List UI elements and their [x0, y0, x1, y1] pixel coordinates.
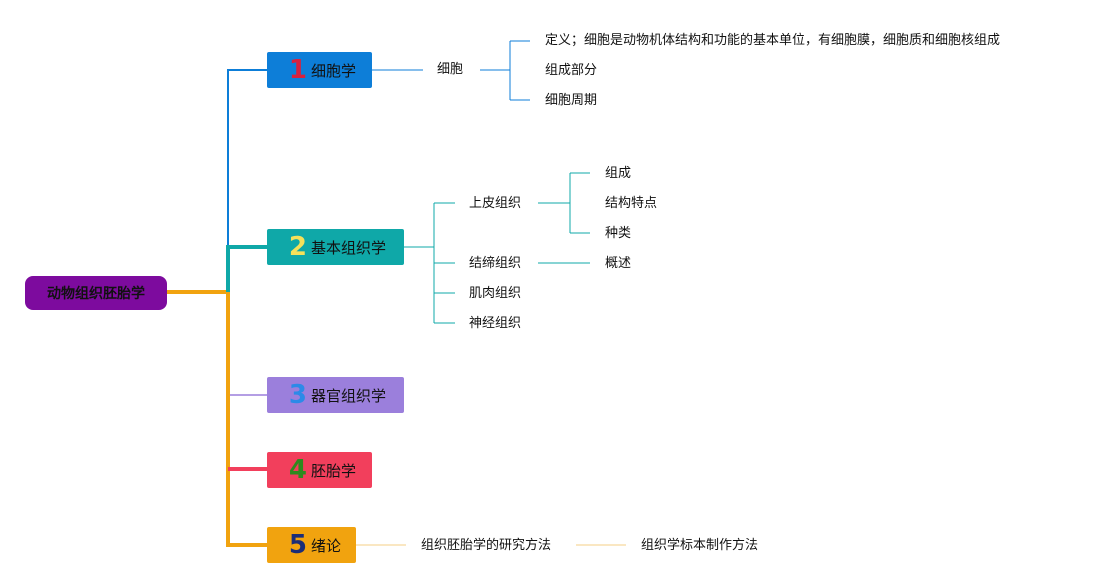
topic-embryology[interactable]: 4 胚胎学 — [267, 452, 372, 488]
topic-number: 4 — [288, 455, 307, 485]
node-epi-composition[interactable]: 组成 — [605, 166, 632, 181]
root-topic-label: 动物组织胚胎学 — [47, 286, 145, 302]
node-conn-overview[interactable]: 概述 — [605, 256, 632, 271]
node-nerve[interactable]: 神经组织 — [469, 316, 522, 331]
topic-number: 2 — [288, 232, 307, 262]
node-epi-features[interactable]: 结构特点 — [605, 196, 658, 211]
topic-basic-histology[interactable]: 2 基本组织学 — [267, 229, 404, 265]
node-specimen[interactable]: 组织学标本制作方法 — [641, 538, 759, 553]
topic-label: 细胞学 — [311, 61, 357, 80]
node-methods[interactable]: 组织胚胎学的研究方法 — [421, 538, 552, 553]
topic-cytology[interactable]: 1 细胞学 — [267, 52, 372, 88]
node-cell-cycle[interactable]: 细胞周期 — [545, 93, 598, 108]
topic-label: 胚胎学 — [311, 461, 357, 480]
root-topic[interactable]: 动物组织胚胎学 — [25, 276, 167, 310]
topic-label: 绪论 — [311, 536, 342, 555]
topic-label: 基本组织学 — [311, 238, 387, 257]
topic-number: 3 — [288, 380, 307, 410]
topic-number: 5 — [288, 530, 307, 560]
node-epi-types[interactable]: 种类 — [605, 226, 632, 241]
node-muscle[interactable]: 肌肉组织 — [469, 286, 522, 301]
node-epithelial[interactable]: 上皮组织 — [469, 196, 522, 211]
node-cell-parts[interactable]: 组成部分 — [545, 63, 598, 78]
node-cell-definition[interactable]: 定义；细胞是动物机体结构和功能的基本单位，有细胞膜，细胞质和细胞核组成 — [545, 33, 1001, 48]
node-cell[interactable]: 细胞 — [437, 62, 464, 77]
topic-number: 1 — [288, 55, 307, 85]
topic-introduction[interactable]: 5 绪论 — [267, 527, 356, 563]
node-connective[interactable]: 结缔组织 — [469, 256, 522, 271]
topic-label: 器官组织学 — [311, 386, 387, 405]
topic-organ-histology[interactable]: 3 器官组织学 — [267, 377, 404, 413]
